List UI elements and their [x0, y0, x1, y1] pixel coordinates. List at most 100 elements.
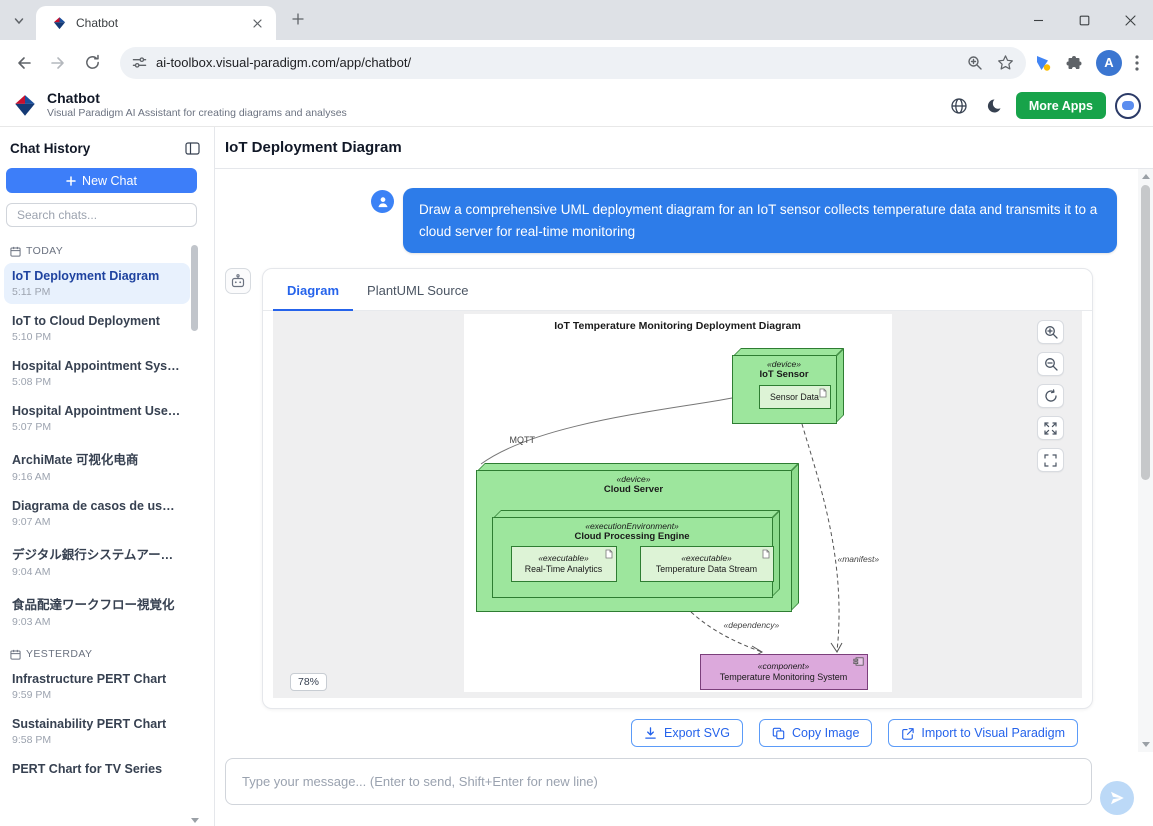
- tab-plantuml-source[interactable]: PlantUML Source: [367, 283, 469, 299]
- copy-image-button[interactable]: Copy Image: [759, 719, 873, 748]
- window-controls: [1015, 0, 1153, 40]
- sidebar-scrollbar-thumb[interactable]: [191, 245, 198, 331]
- message-input[interactable]: [225, 758, 1092, 805]
- send-button[interactable]: [1100, 781, 1134, 815]
- visual-paradigm-favicon: [52, 16, 67, 31]
- diagram-viewport[interactable]: IoT Temperature Monitoring Deployment Di…: [273, 311, 1082, 699]
- app-title: Chatbot: [47, 90, 100, 107]
- sidebar-collapse-icon[interactable]: [185, 142, 200, 155]
- artifact-sensor-data: Sensor Data: [758, 385, 831, 410]
- import-to-visual-paradigm-button[interactable]: Import to Visual Paradigm: [888, 719, 1078, 748]
- edge-label-manifest: «manifest»: [837, 554, 880, 565]
- robot-icon: [231, 274, 245, 288]
- window-close-button[interactable]: [1107, 0, 1153, 40]
- chat-area: Draw a comprehensive UML deployment diag…: [215, 169, 1153, 752]
- zoom-in-icon: [1044, 326, 1058, 339]
- chat-history-item[interactable]: PERT Chart for TV Series: [12, 762, 163, 776]
- chat-history-item[interactable]: Hospital Appointment Use C... 5:07 PM: [12, 404, 182, 433]
- tab-title: Chatbot: [76, 16, 119, 30]
- browser-tab[interactable]: Chatbot: [36, 6, 276, 40]
- tab-diagram[interactable]: Diagram: [273, 269, 354, 312]
- diagram-actions: Export SVG Copy Image Import to Visual P…: [215, 719, 1153, 748]
- node-iot-sensor: «device» IoT Sensor Sensor Data: [731, 348, 844, 425]
- scroll-down-icon[interactable]: [1141, 742, 1150, 747]
- zoom-out-icon: [1044, 358, 1058, 371]
- pinned-extension-icon[interactable]: [1034, 54, 1052, 72]
- chat-history-item[interactable]: Sustainability PERT Chart 9:58 PM: [12, 717, 167, 746]
- chat-history-item[interactable]: IoT Deployment Diagram 5:11 PM: [4, 263, 190, 304]
- browser-profile-avatar[interactable]: A: [1096, 49, 1122, 76]
- expand-button[interactable]: [1037, 416, 1064, 441]
- sidebar-scroll-down-icon[interactable]: [191, 818, 199, 823]
- diagram-canvas[interactable]: IoT Temperature Monitoring Deployment Di…: [463, 314, 892, 693]
- chat-history-item[interactable]: Infrastructure PERT Chart 9:59 PM: [12, 672, 167, 701]
- reset-view-button[interactable]: [1037, 384, 1064, 409]
- bookmark-star-icon[interactable]: [997, 54, 1014, 71]
- tab-close-icon[interactable]: [249, 15, 266, 32]
- search-chats-input[interactable]: [6, 203, 197, 227]
- browser-toolbar: ai-toolbox.visual-paradigm.com/app/chatb…: [0, 40, 1153, 85]
- page-title: IoT Deployment Diagram: [225, 139, 402, 156]
- copy-icon: [772, 727, 785, 739]
- address-bar[interactable]: ai-toolbox.visual-paradigm.com/app/chatb…: [120, 46, 1026, 79]
- chat-history-item[interactable]: Diagrama de casos de uso bi... 9:07 AM: [12, 499, 182, 528]
- window-minimize-button[interactable]: [1015, 0, 1061, 40]
- edge-mqtt: [480, 397, 732, 465]
- export-svg-button[interactable]: Export SVG: [631, 719, 743, 748]
- reload-icon[interactable]: [78, 49, 106, 77]
- node-cloud-server: «device» Cloud Server «executionEnvironm…: [475, 463, 799, 613]
- main-scrollbar-thumb[interactable]: [1141, 185, 1150, 480]
- chat-history-item[interactable]: Hospital Appointment System 5:08 PM: [12, 359, 182, 388]
- main-content: IoT Deployment Diagram Draw a comprehens…: [215, 127, 1153, 826]
- community-icon[interactable]: [1115, 92, 1141, 119]
- user-avatar: [371, 190, 394, 213]
- artifact-real-time-analytics: «executable» Real-Time Analytics: [510, 546, 617, 583]
- message-input-bar: [215, 752, 1153, 826]
- plus-icon: [66, 175, 76, 186]
- forward-icon[interactable]: [44, 49, 72, 77]
- language-globe-icon[interactable]: [946, 93, 972, 119]
- zoom-out-button[interactable]: [1037, 352, 1064, 377]
- sidebar-title: Chat History: [10, 141, 91, 156]
- back-icon[interactable]: [10, 49, 38, 77]
- fullscreen-corners-icon: [1044, 454, 1057, 467]
- chat-history-item[interactable]: デジタル銀行システムアーキ... 9:04 AM: [12, 548, 182, 578]
- person-icon: [377, 196, 388, 207]
- toolbar-right: A: [1034, 49, 1143, 76]
- artifact-temperature-data-stream: «executable» Temperature Data Stream: [639, 546, 774, 583]
- zoom-page-icon[interactable]: [967, 55, 983, 71]
- download-icon: [645, 726, 656, 739]
- chat-history-item[interactable]: IoT to Cloud Deployment 5:10 PM: [12, 314, 160, 343]
- extensions-puzzle-icon[interactable]: [1065, 54, 1083, 72]
- external-link-icon: [902, 727, 915, 740]
- browser-menu-kebab-icon[interactable]: [1135, 54, 1139, 71]
- chat-history-item[interactable]: 食品配達ワークフロー視覚化 9:03 AM: [12, 598, 175, 628]
- tab-search-chevron-icon[interactable]: [10, 12, 28, 30]
- new-chat-button[interactable]: New Chat: [6, 168, 197, 193]
- edge-label-dependency: «dependency»: [723, 620, 780, 631]
- section-yesterday: YESTERDAY: [10, 648, 214, 660]
- diagram-card: Diagram PlantUML Source IoT Temperature …: [262, 268, 1093, 710]
- site-settings-icon[interactable]: [132, 55, 147, 70]
- url-text[interactable]: ai-toolbox.visual-paradigm.com/app/chatb…: [156, 55, 412, 70]
- send-plane-icon: [1111, 791, 1124, 805]
- user-message-bubble: Draw a comprehensive UML deployment diag…: [403, 188, 1117, 254]
- calendar-icon: [10, 649, 21, 660]
- chat-history-item[interactable]: ArchiMate 可视化电商 9:16 AM: [12, 453, 139, 483]
- document-icon: [819, 388, 826, 398]
- expand-arrows-icon: [1044, 422, 1057, 435]
- bot-avatar: [225, 268, 251, 295]
- scroll-up-icon[interactable]: [1141, 174, 1150, 179]
- zoom-controls: [1037, 320, 1064, 473]
- visual-paradigm-logo: [12, 93, 38, 119]
- app-subtitle: Visual Paradigm AI Assistant for creatin…: [47, 107, 347, 120]
- more-apps-button[interactable]: More Apps: [1015, 92, 1106, 119]
- diagram-title: IoT Temperature Monitoring Deployment Di…: [554, 320, 801, 333]
- new-tab-button[interactable]: [286, 7, 310, 31]
- zoom-in-button[interactable]: [1037, 320, 1064, 345]
- window-maximize-button[interactable]: [1061, 0, 1107, 40]
- fullscreen-button[interactable]: [1037, 448, 1064, 473]
- section-today: TODAY: [10, 245, 214, 257]
- main-scrollbar[interactable]: [1138, 169, 1153, 752]
- dark-mode-moon-icon[interactable]: [981, 93, 1007, 119]
